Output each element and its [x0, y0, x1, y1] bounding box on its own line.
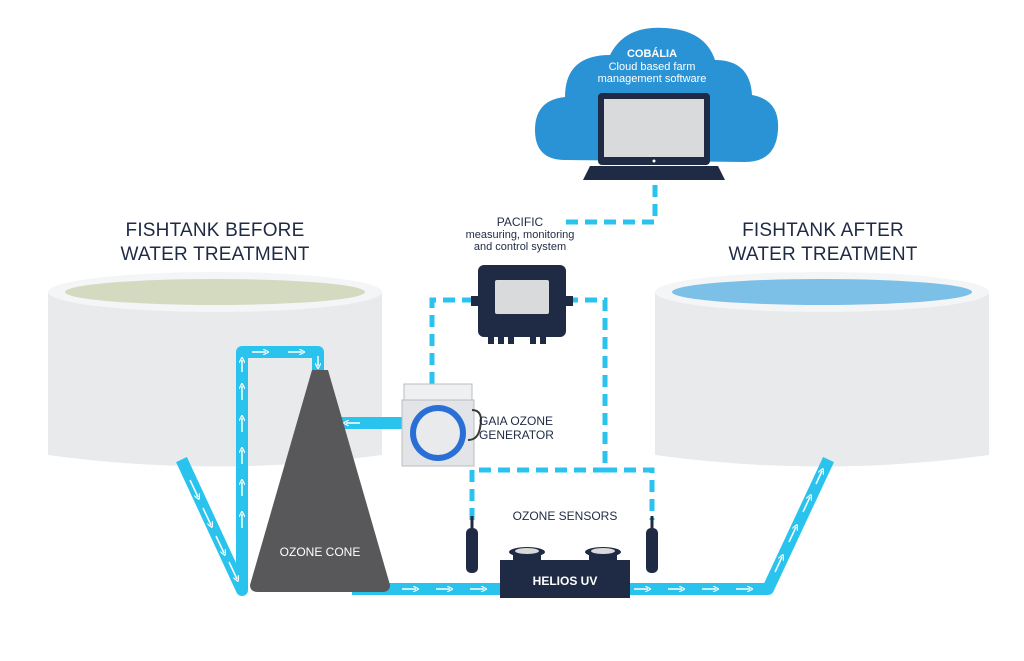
dirty-water — [65, 279, 365, 305]
pacific-line1: measuring, monitoring — [465, 229, 575, 241]
ozone-sensor-right — [646, 516, 658, 573]
pacific-title: PACIFIC — [496, 215, 544, 229]
clean-water — [672, 279, 972, 305]
signal-lines — [429, 185, 658, 520]
fishtank-after — [655, 272, 989, 467]
helios-uv-label: HELIOS UV — [532, 574, 598, 588]
fishtank-after-title-line2: WATER TREATMENT — [728, 244, 918, 265]
gaia-label-line2: GENERATOR — [479, 428, 554, 442]
pacific-device — [471, 265, 573, 344]
laptop — [583, 93, 725, 180]
gaia-generator — [401, 383, 482, 467]
ozone-sensor-left — [466, 516, 478, 573]
cloud-title: COBÁLIA — [626, 48, 678, 60]
helios-uv — [500, 547, 630, 598]
fishtank-after-title-line1: FISHTANK AFTER — [742, 220, 904, 241]
fishtank-before-title-line2: WATER TREATMENT — [120, 244, 310, 265]
gaia-label-line1: GAIA OZONE — [479, 414, 554, 428]
flow-arrows — [189, 352, 822, 589]
ozone-cone-label: OZONE CONE — [279, 545, 361, 559]
pacific-line2: and control system — [473, 241, 567, 253]
ozone-sensors-label: OZONE SENSORS — [512, 509, 618, 523]
cloud-subtitle-line1: Cloud based farm — [608, 61, 696, 73]
ozone-cone — [250, 370, 390, 592]
fishtank-before-title-line1: FISHTANK BEFORE — [125, 220, 305, 241]
cloud-subtitle-line2: management software — [597, 73, 707, 85]
